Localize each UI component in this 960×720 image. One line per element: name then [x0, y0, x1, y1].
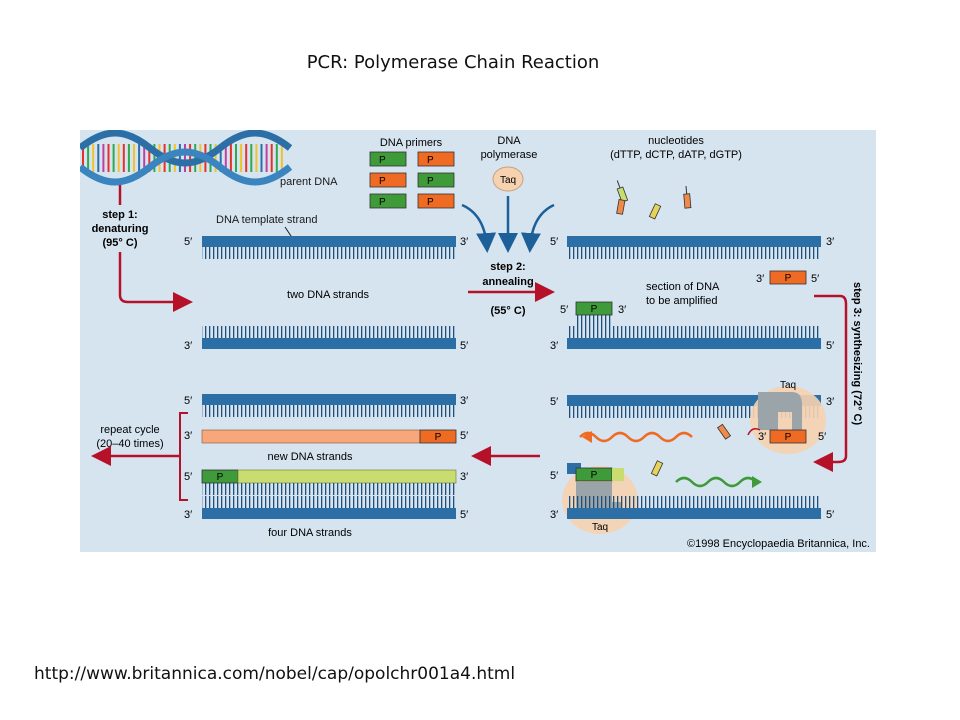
end-label: 5′ [826, 509, 834, 521]
polymerase-title-1: DNA [497, 135, 521, 147]
primers-title: DNA primers [380, 137, 443, 149]
repeat-cycle-1: repeat cycle [100, 424, 159, 436]
step2-line3: (55° C) [491, 305, 526, 317]
strand-pair-left-top: 5′ 3′ two DNA strands 3′ 5′ [184, 236, 468, 352]
end-label: 3′ [460, 236, 468, 248]
section-label-1: section of DNA [646, 281, 720, 293]
new-strands-label: new DNA strands [268, 451, 353, 463]
end-label: 5′ [550, 470, 558, 482]
step3-label: step 3: synthesizing (72° C) [851, 282, 863, 425]
step1-label: step 1: denaturing (95° C) [92, 209, 149, 249]
strand-pair-right-bottom: 5′ 3′ Taq P 3′ 5′ 5′ P Taq 3′ 5′ [550, 380, 834, 534]
step1-line3: (95° C) [103, 237, 138, 249]
end-label: 5′ [184, 395, 192, 407]
end-label: 3′ [550, 340, 558, 352]
taq-label: Taq [592, 522, 608, 533]
primer-letter: P [785, 273, 792, 284]
end-label: 3′ [550, 509, 558, 521]
end-label: 3′ [184, 509, 192, 521]
primer-swatch [369, 151, 407, 167]
end-label: 5′ [460, 509, 468, 521]
end-label: 5′ [560, 304, 568, 316]
incoming-arrow [747, 428, 761, 436]
primer-letter: P [591, 470, 598, 481]
taq-enzyme [492, 166, 524, 192]
end-label: 5′ [550, 396, 558, 408]
new-strand-wave-orange [579, 431, 693, 443]
primer-orange [769, 429, 807, 444]
primer-letter: P [785, 432, 792, 443]
end-label: 5′ [184, 471, 192, 483]
copyright: ©1998 Encyclopaedia Britannica, Inc. [687, 538, 870, 550]
step1-line1: step 1: [102, 209, 137, 221]
end-label: 3′ [758, 431, 766, 443]
taq-block [758, 392, 802, 430]
new-strand-orange [201, 429, 421, 444]
primer-letter: P [379, 176, 386, 187]
taq-label: Taq [500, 175, 516, 186]
four-strands-label: four DNA strands [268, 527, 352, 539]
primer-swatch [417, 151, 455, 167]
end-label: 5′ [550, 236, 558, 248]
primer-letter: P [435, 432, 442, 443]
new-strand-wave-green [675, 476, 757, 488]
primer-letter: P [379, 197, 386, 208]
end-label: 5′ [826, 340, 834, 352]
step2-line1: step 2: [490, 261, 525, 273]
repeat-cycle-2: (20–40 times) [96, 438, 163, 450]
end-label: 5′ [811, 273, 819, 285]
section-label-2: to be amplified [646, 295, 718, 307]
end-label: 3′ [184, 340, 192, 352]
end-label: 3′ [460, 395, 468, 407]
step1-line2: denaturing [92, 223, 149, 235]
parent-dna-helix [80, 130, 293, 186]
orange-arrowhead [582, 431, 592, 443]
end-label: 5′ [818, 431, 826, 443]
step2-arrow-left [461, 203, 497, 253]
end-label: 5′ [184, 236, 192, 248]
end-label: 3′ [826, 396, 834, 408]
primer-swatch [369, 172, 407, 188]
end-label: 5′ [460, 340, 468, 352]
step3-arrow [813, 294, 848, 472]
end-label: 3′ [826, 236, 834, 248]
parent-dna-label: parent DNA [280, 176, 338, 188]
primer-orange [419, 429, 457, 444]
primer-swatch [417, 172, 455, 188]
nucleotides-title-2: (dTTP, dCTP, dATP, dGTP) [610, 149, 742, 161]
primer-orange [769, 270, 807, 285]
primer-letter: P [427, 197, 434, 208]
template-strand-label: DNA template strand [216, 214, 318, 226]
taq-label: Taq [780, 380, 796, 391]
primer-letter: P [427, 176, 434, 187]
end-label: 3′ [756, 273, 764, 285]
step2-arrow-right [520, 203, 555, 253]
polymerase-title-2: polymerase [481, 149, 538, 161]
primer-letter: P [217, 472, 224, 483]
strand-pair-right-top: 5′ 3′ 3′ P 5′ section of DNA to be ampli… [550, 236, 834, 352]
primer-swatch [417, 193, 455, 209]
end-label: 3′ [460, 471, 468, 483]
end-label: 5′ [460, 430, 468, 442]
slide-title: PCR: Polymerase Chain Reaction [306, 52, 600, 73]
two-strands-label: two DNA strands [287, 289, 369, 301]
green-arrowhead [752, 476, 762, 488]
primer-letter: P [591, 304, 598, 315]
step2-line2: annealing [482, 276, 533, 288]
nucleotide-icons [616, 180, 692, 220]
strand-set-left-bottom: 5′ 3′ 3′ P 5′ new DNA strands 5′ P 3′ 3′… [184, 394, 468, 539]
end-label: 3′ [618, 304, 626, 316]
primer-letter: P [379, 155, 386, 166]
step1-arrow [118, 252, 193, 312]
source-url: http://www.britannica.com/nobel/cap/opol… [34, 664, 516, 684]
nucleotides-title-1: nucleotides [648, 135, 704, 147]
pcr-diagram: parent DNA step 1: denaturing (95° C) DN… [80, 130, 876, 552]
primer-letter: P [427, 155, 434, 166]
new-strand-yellow [237, 469, 457, 484]
primer-swatch [369, 193, 407, 209]
end-label: 3′ [184, 430, 192, 442]
